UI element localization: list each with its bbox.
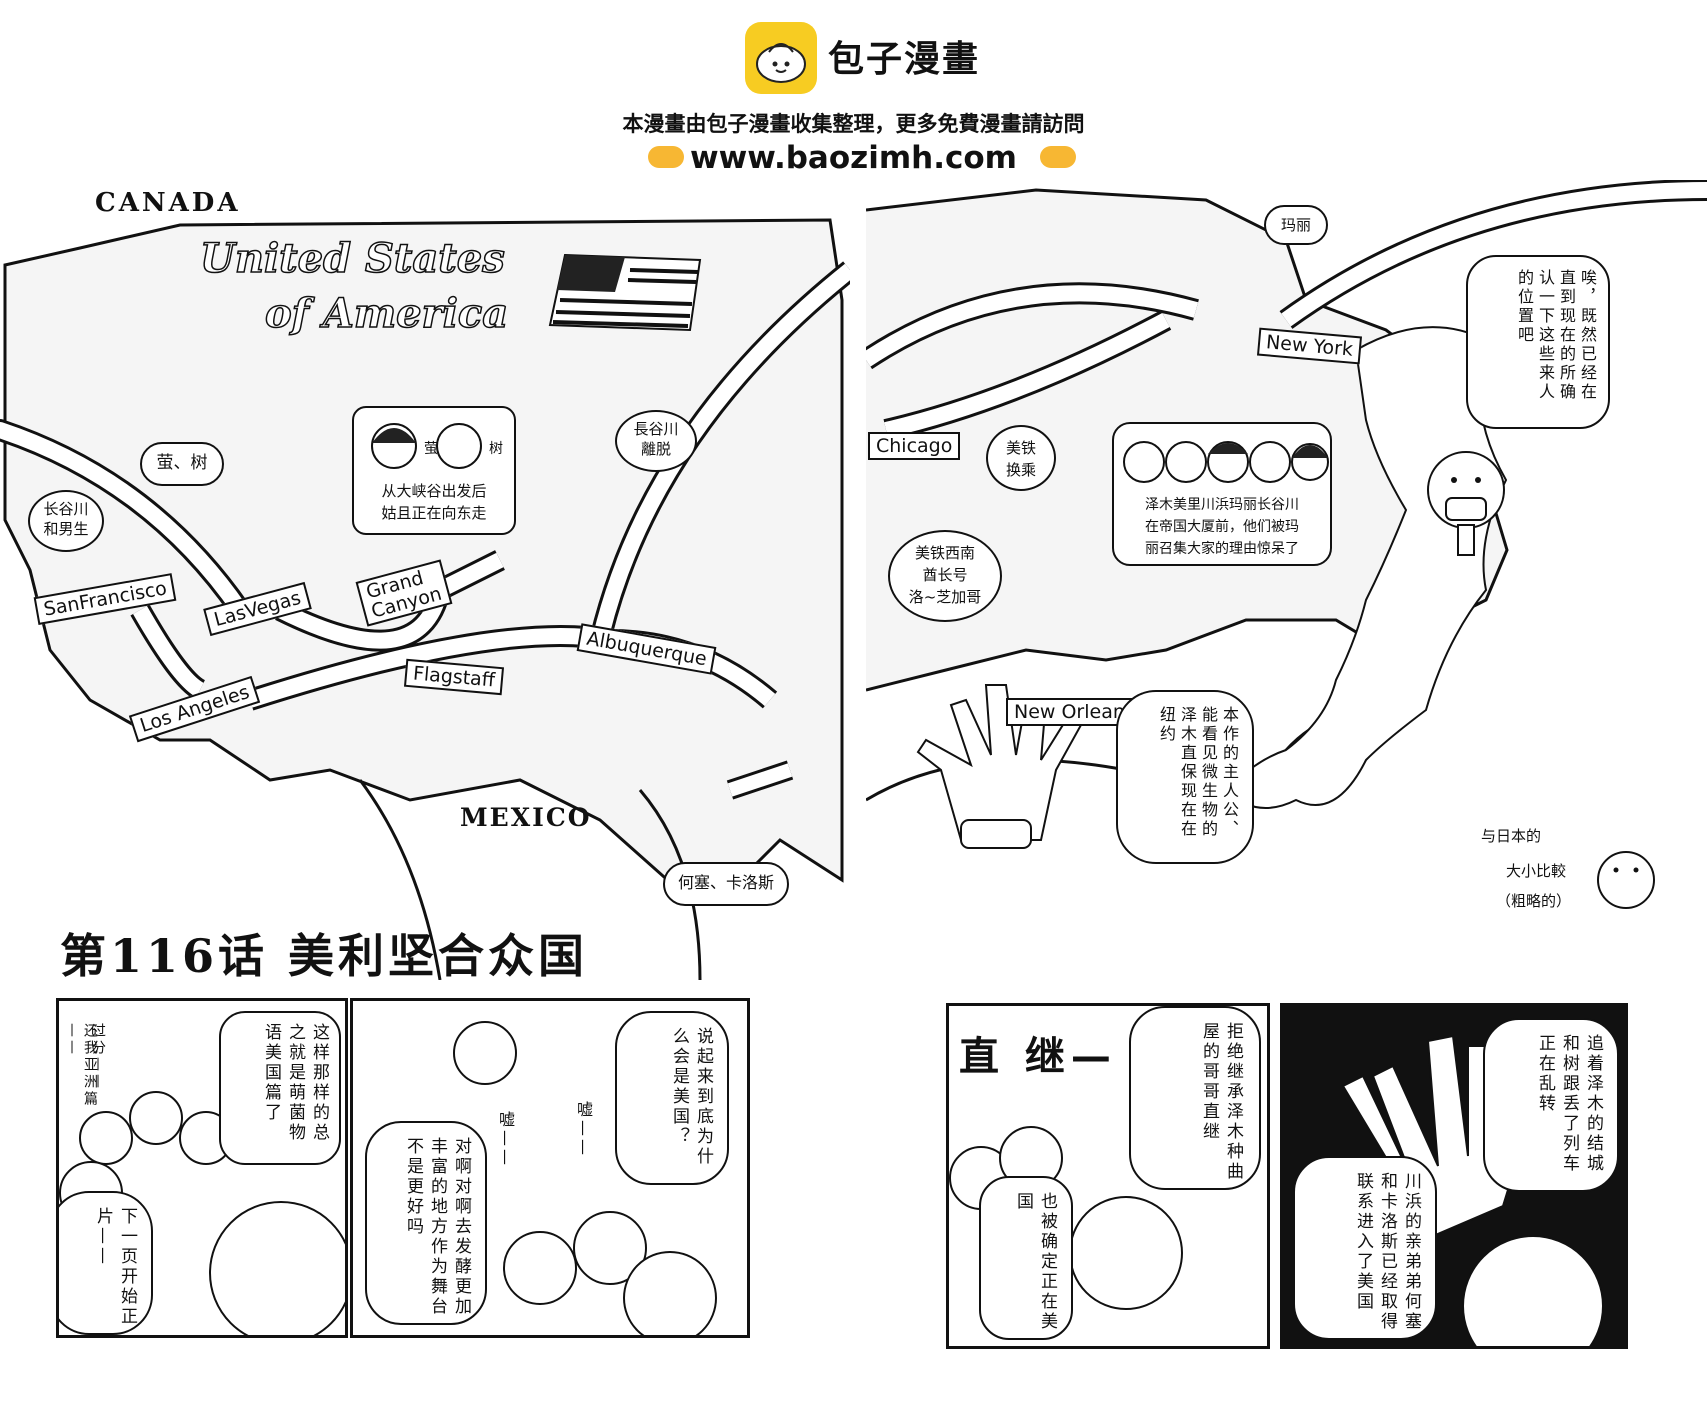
bubble-text: 酋长号: [922, 566, 968, 584]
speech-bubble: 川浜的亲弟弟何塞和卡洛斯已经取得联系进入了美国: [1293, 1156, 1437, 1340]
bun-icon[interactable]: [745, 22, 817, 94]
brand-name[interactable]: 包子漫畫: [828, 39, 981, 80]
big-microbe-icon: [209, 1201, 345, 1335]
confirm-text: 唉，既然已经在直到现在的所确认一下这些来人的位置吧: [1515, 269, 1597, 402]
bubble-text: 何塞、卡洛斯: [677, 873, 774, 892]
comic-panel-4: 追着泽木的结城和树跟丢了列车正在乱转 川浜的亲弟弟何塞和卡洛斯已经取得联系进入了…: [1280, 1003, 1628, 1349]
mascot-microbe-icon: [1427, 451, 1505, 556]
site-header: 包子漫畫 本漫畫由包子漫畫收集整理，更多免費漫畫請訪問 www.baozimh.…: [0, 0, 1707, 190]
canada-label: CANADA: [95, 188, 241, 218]
compare-note-1: 与日本的: [1481, 827, 1542, 845]
speech-bubble: 也被确定正在美国: [979, 1176, 1073, 1340]
bubble-text: 洛~芝加哥: [908, 588, 982, 606]
canyon-note-1: 从大峡谷出发后: [381, 482, 487, 500]
empire-note-2: 在帝国大厦前，他们被玛: [1145, 519, 1299, 535]
bubble-text: 玛丽: [1280, 216, 1311, 234]
bubble-text: 这样那样的总之就是萌菌物语美国篇了: [261, 1023, 329, 1143]
voice-text: 还我亚洲篇——: [64, 1023, 98, 1108]
mexico-label: MEXICO: [460, 803, 592, 832]
label-shu: 树: [489, 441, 503, 457]
chapter-title: 第116话 美利坚合众国: [60, 929, 589, 983]
usa-title-line1: United States: [199, 234, 505, 283]
bubble-text: 離脱: [640, 440, 671, 458]
speech-bubble: 对啊对啊去发酵更加丰富的地方作为舞台不是更好吗: [365, 1121, 487, 1325]
sign-chicago: Chicago: [868, 432, 961, 460]
pointing-hand-icon: [648, 146, 684, 168]
speech-bubble: 拒绝继承泽木种曲屋的哥哥直继: [1129, 1006, 1261, 1190]
compare-note-2: 大小比較: [1506, 862, 1567, 880]
bubble-text: 美铁西南: [914, 544, 975, 562]
big-microbe-icon: [1069, 1196, 1183, 1310]
speech-bubble: 美铁西南 酋长号 洛~芝加哥: [888, 530, 1002, 622]
canyon-note-2: 姑且正在向东走: [381, 504, 487, 522]
microbe-icon: [453, 1021, 517, 1085]
speech-bubble: 美铁 换乘: [986, 425, 1056, 491]
pointing-hand-icon: [1040, 146, 1076, 168]
naotsugu-title: 直 继—: [959, 1034, 1117, 1080]
speech-bubble: 本作的主人公、能看见微生物的泽木直保现在在纽约: [1116, 690, 1254, 864]
character-box: 泽木美里川浜玛丽长谷川 在帝国大厦前，他们被玛 丽召集大家的理由惊呆了: [1112, 422, 1332, 566]
crowd-microbe-icon: [503, 1231, 577, 1305]
protagonist-text: 本作的主人公、能看见微生物的泽木直保现在在纽约: [1157, 706, 1239, 839]
character-box: 萤 树 从大峡谷出发后 姑且正在向东走: [352, 406, 516, 535]
bubble-text: 长谷川: [43, 500, 89, 518]
empire-note-1: 泽木美里川浜玛丽长谷川: [1145, 497, 1299, 513]
bubble-text: 拒绝继承泽木种曲屋的哥哥直继: [1199, 1022, 1243, 1182]
speech-bubble: 玛丽: [1264, 205, 1328, 245]
speech-bubble: 说起来到底为什么会是美国？: [615, 1011, 729, 1185]
crowd-microbe-icon: [129, 1091, 183, 1145]
crowd-microbe-icon: [623, 1251, 717, 1335]
site-notice: 本漫畫由包子漫畫收集整理，更多免費漫畫請訪問: [622, 112, 1085, 136]
bubble-text: 换乘: [1005, 461, 1036, 479]
speech-bubble: 长谷川 和男生: [28, 490, 104, 552]
bubble-text: 对啊对啊去发酵更加丰富的地方作为舞台不是更好吗: [403, 1137, 471, 1317]
site-url-link[interactable]: www.baozimh.com: [690, 140, 1017, 176]
bubble-text: 長谷川: [633, 420, 679, 438]
label-huang: 萤: [424, 441, 438, 457]
voice-text: 嘘——: [574, 1101, 593, 1158]
bubble-text: 下一页开始正片——: [93, 1207, 137, 1327]
bubble-text: 和男生: [43, 520, 89, 538]
bubble-text: 萤、树: [156, 453, 208, 473]
compare-note-3: （粗略的）: [1496, 892, 1572, 910]
small-microbe-icon: [1597, 851, 1655, 909]
speech-bubble: 这样那样的总之就是萌菌物语美国篇了: [219, 1011, 341, 1165]
comic-panel-1: 过分—— 还我亚洲篇—— 这样那样的总之就是萌菌物语美国篇了 下一页开始正片——: [56, 998, 348, 1338]
sign-new-orleans: New Orleans: [1006, 698, 1143, 726]
comic-panel-3: 直 继— 拒绝继承泽木种曲屋的哥哥直继 也被确定正在美国: [946, 1003, 1270, 1349]
usa-title-line2: of America: [264, 289, 509, 338]
left-map: CANADA United States of America MEXICO S…: [0, 180, 857, 981]
speech-bubble: 萤、树: [140, 442, 224, 486]
us-flag-icon: [548, 253, 702, 332]
bubble-text: 川浜的亲弟弟何塞和卡洛斯已经取得联系进入了美国: [1353, 1172, 1421, 1332]
right-map: 玛丽 New York Chicago New Orleans 美铁 换乘 美铁…: [859, 179, 1707, 990]
bubble-text: 追着泽木的结城和树跟丢了列车正在乱转: [1535, 1034, 1603, 1174]
speech-bubble: 下一页开始正片——: [59, 1191, 153, 1335]
voice-text: 嘘——: [496, 1111, 515, 1168]
character-faces-icon: [1123, 441, 1329, 483]
speech-bubble: 長谷川 離脱: [615, 410, 697, 472]
voice-text: 过分——: [90, 1023, 106, 1091]
speech-bubble: 唉，既然已经在直到现在的所确认一下这些来人的位置吧: [1466, 255, 1610, 429]
character-faces-icon: [371, 423, 482, 469]
bubble-text: 也被确定正在美国: [1013, 1192, 1057, 1332]
bubble-text: 美铁: [1005, 439, 1036, 457]
speech-bubble: 追着泽木的结城和树跟丢了列车正在乱转: [1483, 1018, 1619, 1192]
bubble-text: 说起来到底为什么会是美国？: [669, 1027, 713, 1167]
comic-panel-2: 嘘—— 嘘—— 说起来到底为什么会是美国？ 对啊对啊去发酵更加丰富的地方作为舞台…: [350, 998, 750, 1338]
speech-bubble: 何塞、卡洛斯: [663, 862, 789, 906]
empire-note-3: 丽召集大家的理由惊呆了: [1145, 541, 1299, 557]
